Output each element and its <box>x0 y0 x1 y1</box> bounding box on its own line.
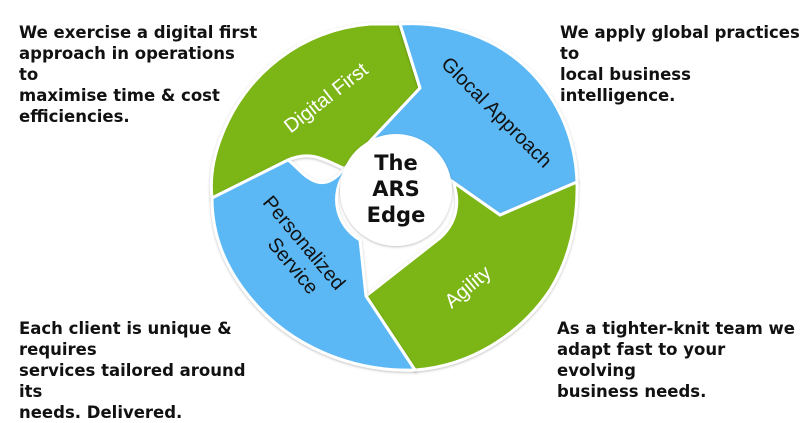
agility-description: As a tighter-knit team we adapt fast to … <box>557 319 795 401</box>
center-title-line-3: Edge <box>367 203 426 227</box>
personalized-service-description: Each client is unique & requires service… <box>19 319 246 422</box>
center-title-line-2: ARS <box>372 177 420 201</box>
ars-edge-cycle-diagram: The ARS Edge Digital First Glocal Approa… <box>209 22 579 372</box>
center-title-line-1: The <box>374 151 418 175</box>
personalized-service-segment <box>210 158 418 372</box>
digital-first-segment <box>209 22 422 201</box>
center-circle <box>340 134 452 246</box>
glocal-approach-description: We apply global practices to local busin… <box>560 23 800 105</box>
digital-first-description: We exercise a digital first approach in … <box>19 23 258 126</box>
agility-segment <box>363 177 579 372</box>
